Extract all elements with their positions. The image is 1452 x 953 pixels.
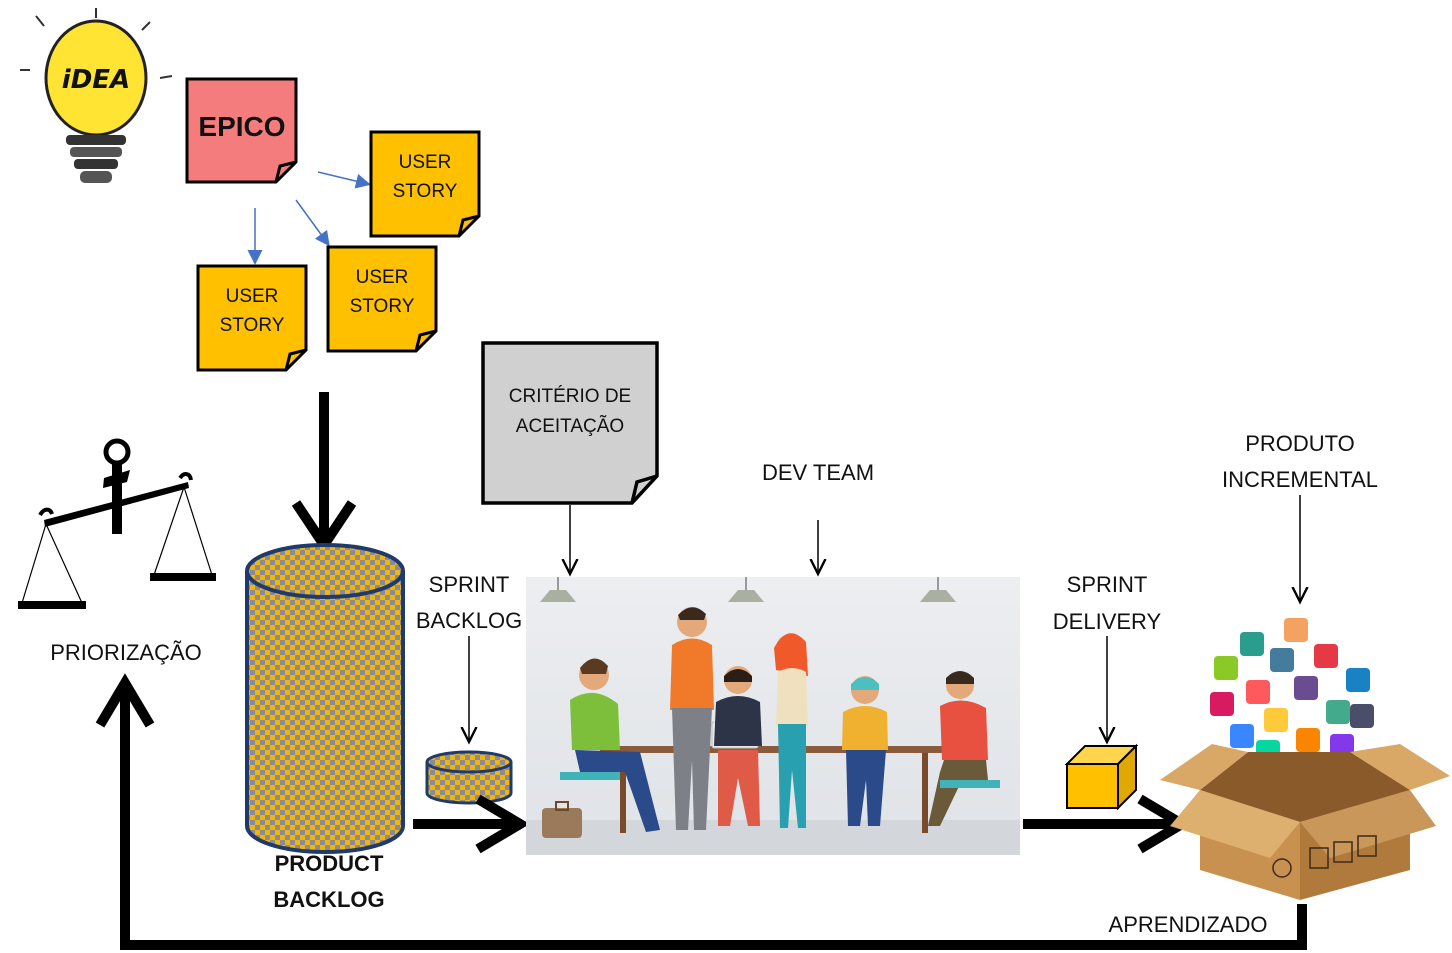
sprint-delivery-line1: SPRINT [1067, 572, 1148, 597]
sprint-backlog-line1: SPRINT [429, 572, 510, 597]
dev-team-illustration [526, 577, 1020, 855]
user-story-note: USER STORY [326, 245, 438, 353]
acceptance-line2: ACEITAÇÃO [516, 415, 624, 437]
scale-icon [18, 438, 216, 609]
sprint-delivery-line2: DELIVERY [1053, 609, 1162, 634]
user-story-line1: USER [226, 286, 279, 307]
product-box-icon [1160, 618, 1450, 900]
learning-label: APRENDIZADO [1109, 912, 1268, 937]
stories-to-backlog-arrow [291, 392, 357, 555]
user-story-note: USER STORY [369, 130, 481, 238]
user-story-line1: USER [356, 267, 409, 288]
incremental-product-line2: INCREMENTAL [1222, 467, 1378, 492]
user-story-note: USER STORY [196, 264, 308, 372]
epic-to-story-arrow [317, 171, 371, 189]
user-story-line1: USER [399, 152, 452, 173]
feedback-loop-arrow [95, 673, 1307, 950]
acceptance-criteria-note: CRITÉRIO DE ACEITAÇÃO [481, 341, 659, 505]
epic-label: EPICO [198, 111, 285, 142]
epic-note: EPICO [185, 77, 298, 184]
incremental-product-line1: PRODUTO [1245, 431, 1355, 456]
epic-to-story-arrow [295, 199, 330, 247]
sprint-backlog-line2: BACKLOG [416, 608, 522, 633]
delivery-cube-icon [1064, 743, 1139, 811]
acceptance-line1: CRITÉRIO DE [509, 386, 631, 407]
product-backlog-line1: PRODUCT [275, 851, 384, 876]
user-story-line2: STORY [220, 315, 285, 336]
product-backlog-line2: BACKLOG [273, 887, 384, 912]
backlog-to-team-arrow [413, 794, 530, 854]
user-story-line2: STORY [393, 181, 458, 202]
idea-bulb-icon: iDEA [20, 8, 173, 183]
prioritization-label: PRIORIZAÇÃO [50, 640, 202, 665]
dev-team-label: DEV TEAM [762, 460, 874, 485]
idea-label: iDEA [62, 65, 130, 95]
user-story-line2: STORY [350, 296, 415, 317]
sprint-backlog-cylinder [425, 750, 513, 805]
product-backlog-cylinder [245, 543, 405, 854]
